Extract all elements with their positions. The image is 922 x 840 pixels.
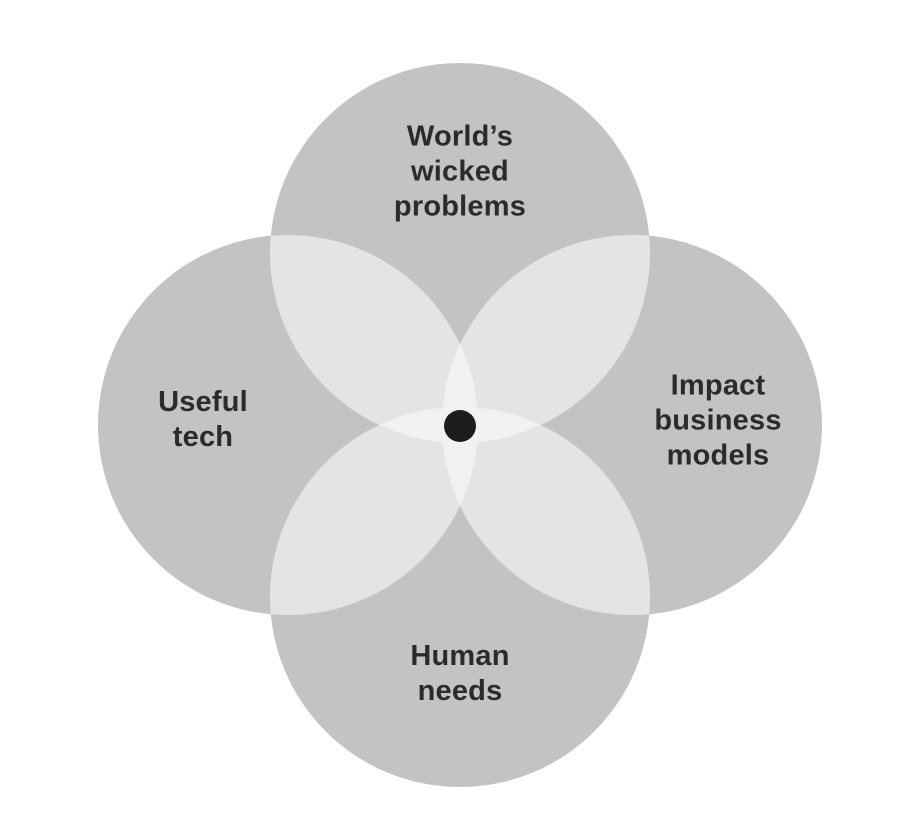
center-dot bbox=[444, 410, 476, 442]
label-line: Impact bbox=[670, 369, 766, 402]
label-left-circle: Useful tech bbox=[158, 385, 248, 455]
label-top-circle: World’s wicked problems bbox=[394, 120, 526, 225]
label-line: wicked bbox=[411, 155, 509, 188]
label-line: Useful bbox=[158, 386, 248, 418]
label-line: models bbox=[666, 439, 770, 472]
label-line: needs bbox=[417, 675, 503, 707]
label-line: Human bbox=[410, 640, 510, 672]
label-line: problems bbox=[393, 190, 527, 223]
label-line: business bbox=[654, 404, 782, 437]
label-line: World’s bbox=[406, 120, 514, 153]
label-bottom-circle: Human needs bbox=[410, 639, 509, 709]
label-right-circle: Impact business models bbox=[654, 369, 781, 474]
label-line: tech bbox=[172, 421, 234, 453]
